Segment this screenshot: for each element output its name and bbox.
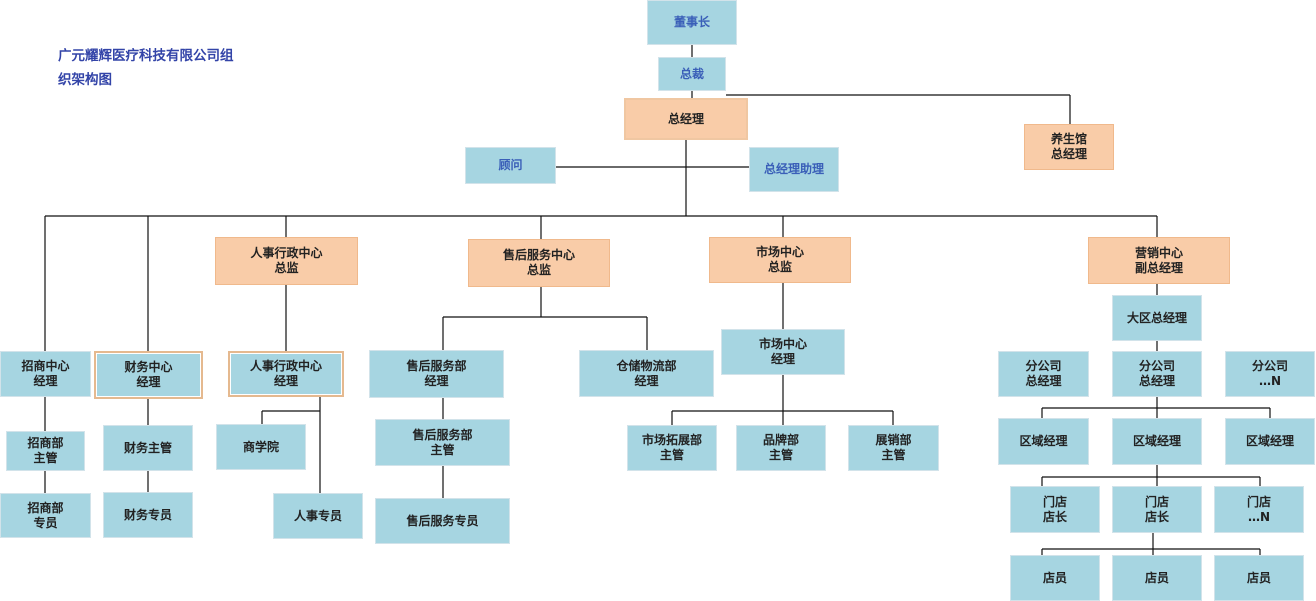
node-finance-manager[interactable]: 财务中心 经理: [94, 351, 203, 399]
node-investment-staff[interactable]: 招商部 专员: [0, 493, 91, 538]
node-investment-manager[interactable]: 招商中心 经理: [0, 351, 91, 397]
node-chairman[interactable]: 董事长: [647, 0, 737, 45]
node-after-sales-manager[interactable]: 售后服务部 经理: [369, 350, 504, 398]
node-after-sales-director[interactable]: 售后服务中心 总监: [468, 239, 610, 287]
node-market-expansion-supervisor[interactable]: 市场拓展部 主管: [627, 425, 717, 471]
chart-title: 广元耀辉医疗科技有限公司组织架构图: [58, 48, 234, 88]
node-area-manager-2[interactable]: 区域经理: [1112, 418, 1202, 465]
node-region-gm[interactable]: 大区总经理: [1112, 295, 1202, 341]
node-exhibition-supervisor[interactable]: 展销部 主管: [848, 425, 939, 471]
node-finance-staff[interactable]: 财务专员: [103, 492, 193, 538]
node-marketing-vp[interactable]: 营销中心 副总经理: [1088, 237, 1230, 284]
node-investment-supervisor[interactable]: 招商部 主管: [6, 431, 85, 471]
node-hr-admin-manager[interactable]: 人事行政中心 经理: [228, 351, 344, 397]
node-store-n[interactable]: 门店 …N: [1214, 486, 1304, 533]
node-warehouse-manager[interactable]: 仓储物流部 经理: [579, 350, 714, 397]
node-area-manager-1[interactable]: 区域经理: [998, 418, 1089, 465]
node-branch-n[interactable]: 分公司 …N: [1225, 351, 1315, 397]
node-after-sales-staff[interactable]: 售后服务专员: [375, 498, 510, 544]
node-president[interactable]: 总裁: [658, 57, 726, 91]
node-general-manager[interactable]: 总经理: [624, 98, 748, 140]
node-after-sales-supervisor[interactable]: 售后服务部 主管: [375, 419, 510, 466]
node-store-manager-2[interactable]: 门店 店长: [1112, 486, 1202, 533]
node-area-manager-3[interactable]: 区域经理: [1225, 418, 1315, 465]
node-gm-assistant[interactable]: 总经理助理: [749, 147, 839, 192]
node-clerk-2[interactable]: 店员: [1112, 555, 1202, 601]
node-market-director[interactable]: 市场中心 总监: [709, 237, 851, 283]
node-branch-gm-1[interactable]: 分公司 总经理: [998, 351, 1089, 397]
node-clerk-3[interactable]: 店员: [1214, 555, 1304, 601]
node-branch-gm-2[interactable]: 分公司 总经理: [1112, 351, 1202, 397]
node-health-hall-gm[interactable]: 养生馆 总经理: [1024, 124, 1114, 170]
node-hr-staff[interactable]: 人事专员: [273, 493, 363, 539]
node-advisor[interactable]: 顾问: [465, 147, 556, 184]
node-clerk-1[interactable]: 店员: [1010, 555, 1100, 601]
node-store-manager-1[interactable]: 门店 店长: [1010, 486, 1100, 533]
node-hr-admin-director[interactable]: 人事行政中心 总监: [215, 237, 358, 285]
node-business-school[interactable]: 商学院: [216, 424, 306, 470]
node-brand-supervisor[interactable]: 品牌部 主管: [736, 425, 826, 471]
node-finance-supervisor[interactable]: 财务主管: [103, 425, 193, 471]
node-market-manager[interactable]: 市场中心 经理: [721, 329, 845, 375]
